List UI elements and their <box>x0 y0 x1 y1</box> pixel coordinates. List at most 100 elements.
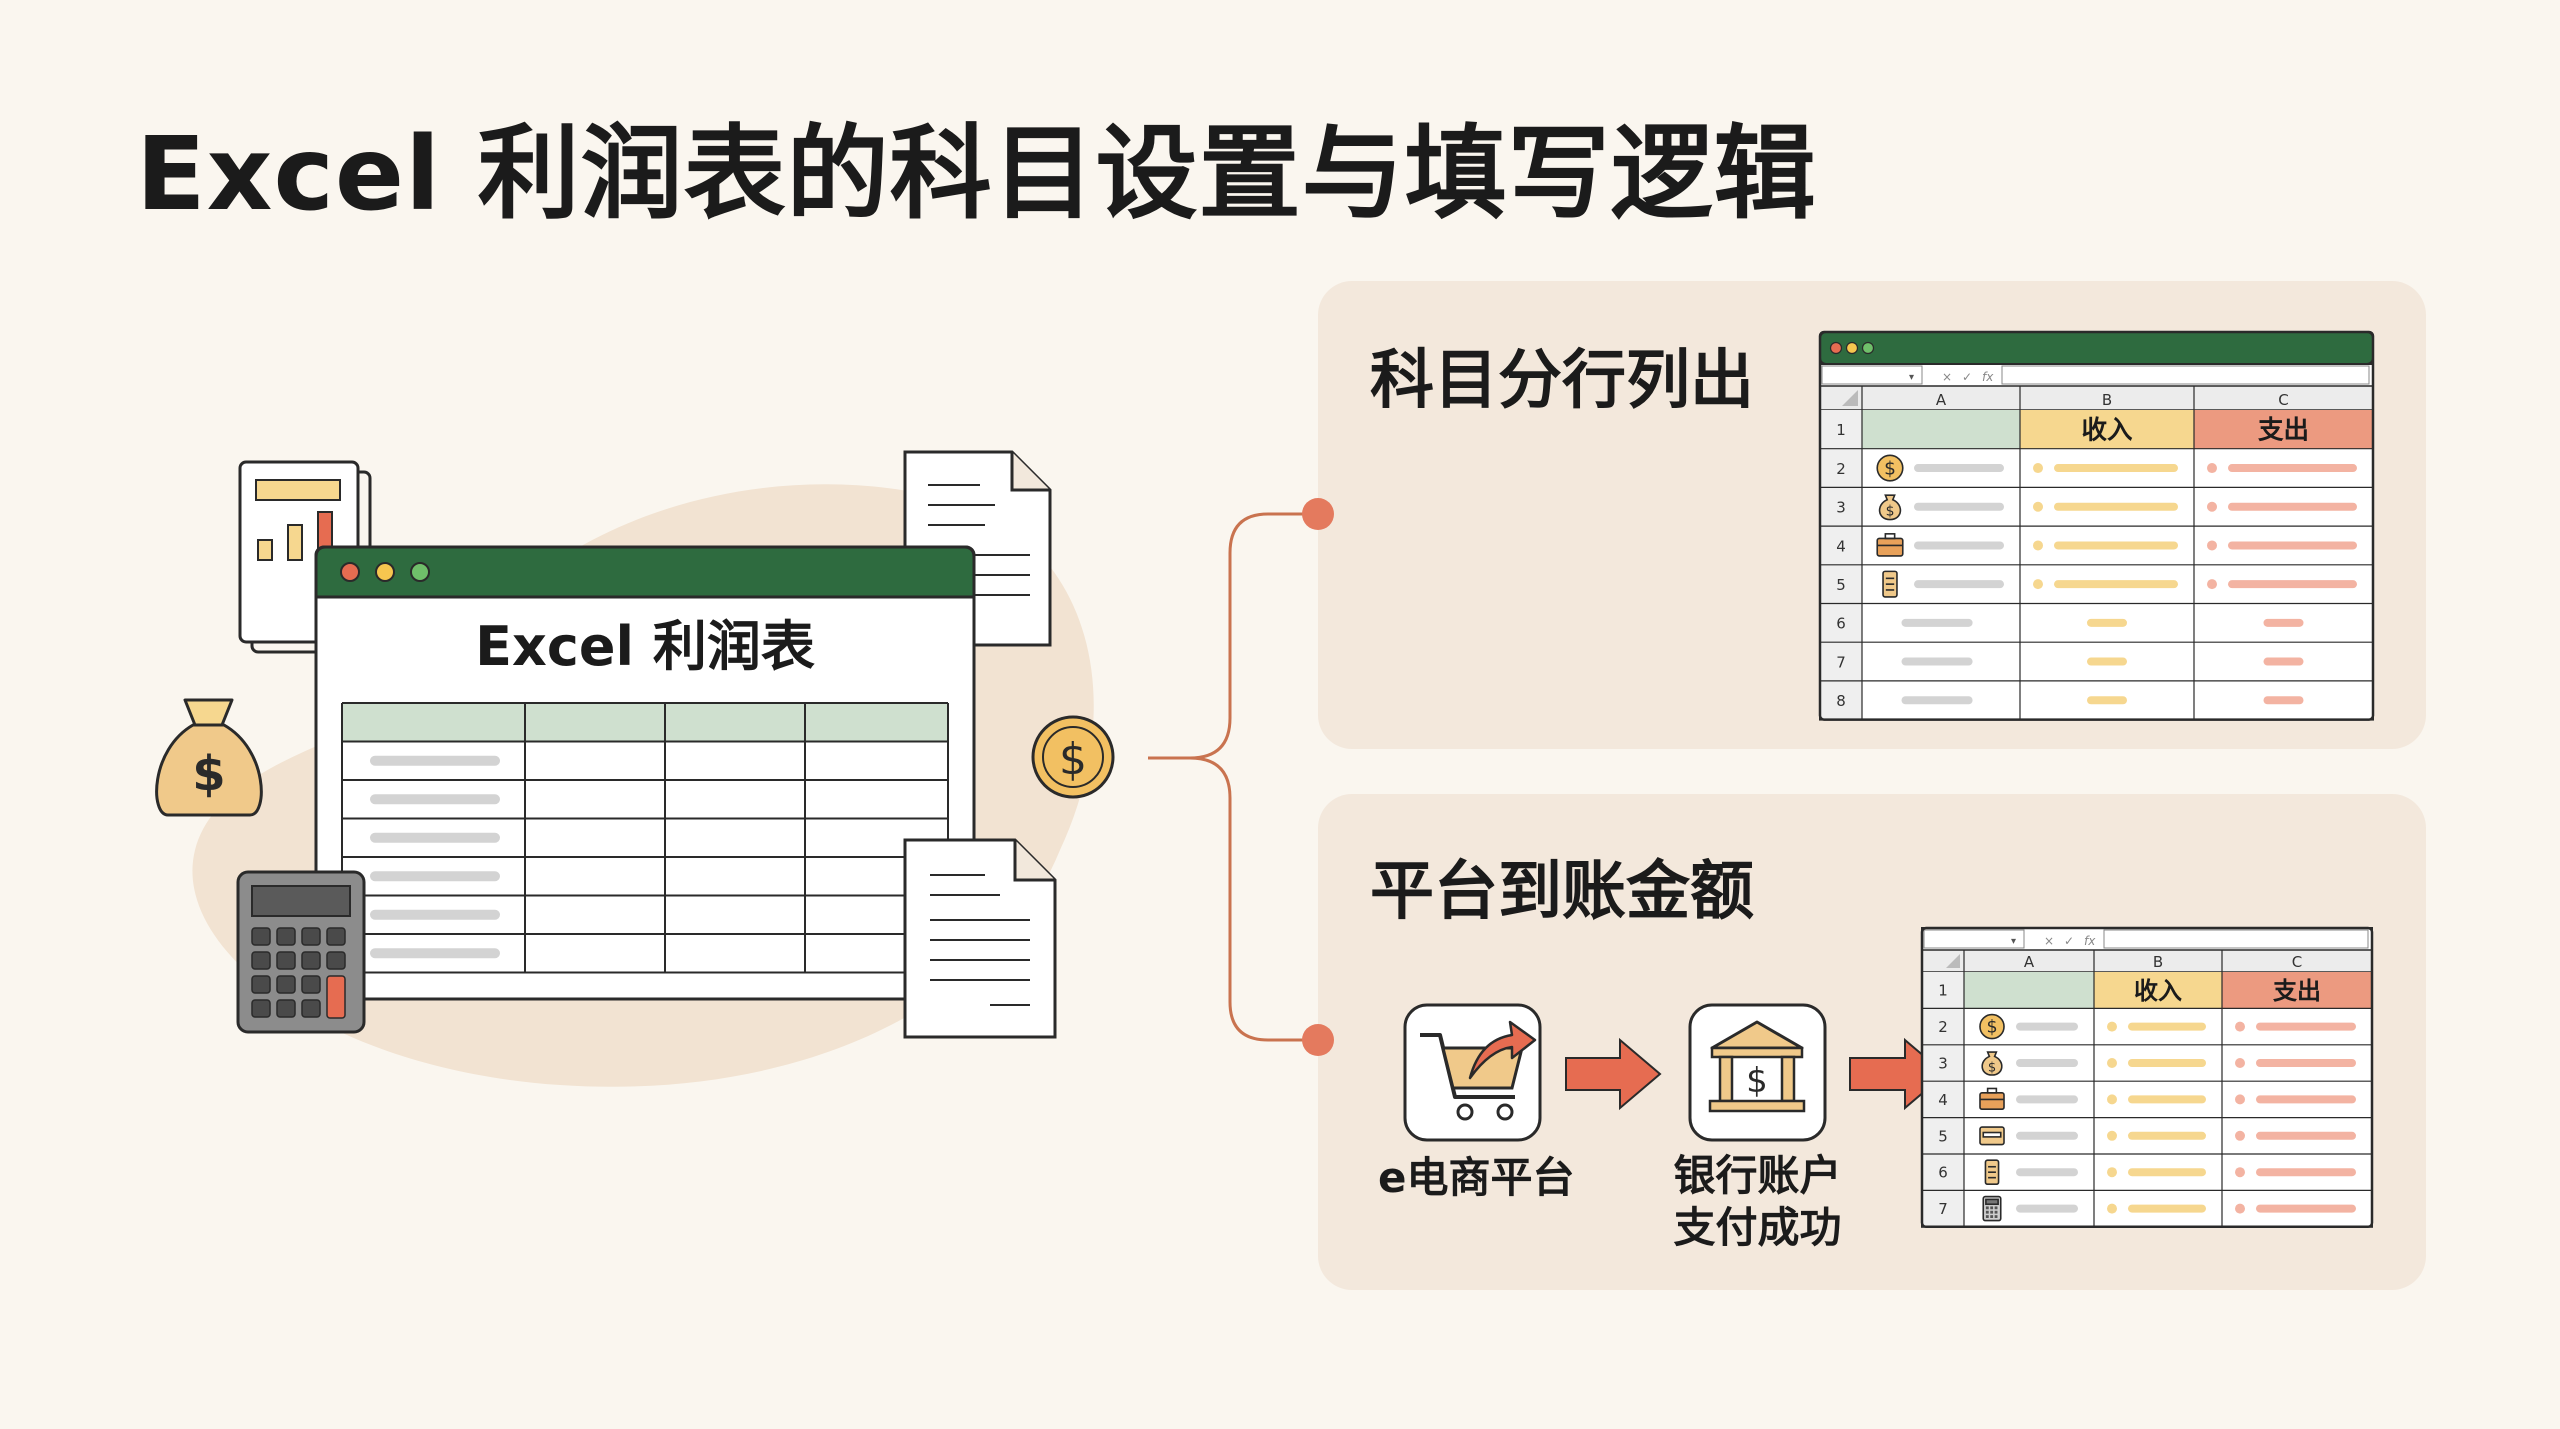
maximize-dot[interactable] <box>410 562 430 582</box>
receipt-icon <box>1984 1159 2000 1186</box>
calculator-key <box>326 951 346 970</box>
bullet-dot <box>2235 1167 2245 1178</box>
placeholder-bar <box>2256 1168 2356 1177</box>
formula-input[interactable] <box>2103 929 2369 949</box>
placeholder-bar <box>2256 1131 2356 1140</box>
formula-input[interactable] <box>2001 365 2370 385</box>
placeholder-bar <box>1901 618 1973 627</box>
row-number-5[interactable]: 5 <box>1836 576 1846 594</box>
row-number-7[interactable]: 7 <box>1836 653 1846 671</box>
income-header-label: 收入 <box>2081 416 2133 446</box>
center-grid-placeholder-bar <box>370 755 500 766</box>
column-header-A[interactable]: A <box>1936 391 1947 409</box>
row-number-3[interactable]: 3 <box>1836 499 1846 517</box>
maximize-dot[interactable] <box>1861 341 1875 355</box>
coin-icon: $ <box>1876 454 1904 482</box>
money-bag-icon: $ <box>155 698 263 817</box>
center-grid-header <box>342 703 948 741</box>
header-cell-a <box>1862 410 2020 449</box>
placeholder-bar <box>2054 464 2178 473</box>
connector-bracket <box>1148 512 1318 1042</box>
chevron-down-icon[interactable]: ▾ <box>1909 372 1914 383</box>
calculator-key <box>276 975 296 994</box>
row-number-4[interactable]: 4 <box>1938 1091 1948 1109</box>
formula-symbol[interactable]: fx <box>1982 370 1994 384</box>
svg-text:$: $ <box>1884 459 1896 480</box>
bullet-dot <box>2235 1203 2245 1214</box>
calculator-icon <box>236 870 366 1034</box>
minimize-dot[interactable] <box>375 562 395 582</box>
bottom-connector-dot <box>1302 1024 1334 1056</box>
placeholder-bar <box>2128 1022 2206 1031</box>
calculator-key <box>251 975 271 994</box>
bullet-dot <box>2107 1058 2117 1068</box>
calculator-icon <box>1982 1195 2002 1222</box>
bullet-dot <box>2235 1021 2245 1032</box>
column-header-A[interactable]: A <box>2024 953 2035 971</box>
placeholder-bar <box>2016 1168 2078 1177</box>
close-dot[interactable] <box>340 562 360 582</box>
expense-header-cell <box>2222 972 2372 1009</box>
column-header-B[interactable]: B <box>2153 953 2163 971</box>
formula-symbol[interactable]: × <box>2044 934 2054 948</box>
row-number-2[interactable]: 2 <box>1938 1018 1948 1036</box>
sheet-frame <box>1818 330 2375 721</box>
row-number-4[interactable]: 4 <box>1836 537 1846 555</box>
page-title: Excel 利润表的科目设置与填写逻辑 <box>136 115 1817 234</box>
svg-text:$: $ <box>1746 1061 1768 1101</box>
bullet-dot <box>2235 1130 2245 1141</box>
row-number-6[interactable]: 6 <box>1836 615 1846 633</box>
bullet-dot <box>2107 1130 2117 1141</box>
name-box[interactable] <box>1821 365 1923 385</box>
calculator-key <box>301 927 321 946</box>
placeholder-bar <box>2016 1059 2078 1067</box>
formula-symbol[interactable]: fx <box>2084 934 2096 948</box>
money-bag-icon: $ <box>1878 494 1902 521</box>
bullet-dot <box>2235 1094 2245 1105</box>
column-header-row <box>1921 949 2373 973</box>
top-connector-dot <box>1302 498 1334 530</box>
row-number-3[interactable]: 3 <box>1938 1054 1948 1072</box>
row-number-1[interactable]: 1 <box>1938 982 1948 1000</box>
formula-symbol[interactable]: ✓ <box>1962 370 1972 384</box>
select-all-corner[interactable] <box>1842 390 1858 406</box>
coin-icon: $ <box>1979 1013 2005 1040</box>
bullet-dot <box>2207 579 2217 590</box>
sheet-title-bar <box>1819 331 2374 365</box>
row-number-7[interactable]: 7 <box>1938 1200 1948 1218</box>
placeholder-bar <box>2228 541 2357 550</box>
placeholder-bar <box>1914 464 2004 473</box>
row-number-2[interactable]: 2 <box>1836 460 1846 478</box>
row-number-5[interactable]: 5 <box>1938 1127 1948 1145</box>
ecommerce-platform-label: e电商平台 <box>1378 1153 1575 1202</box>
placeholder-bar <box>2263 618 2304 627</box>
column-header-B[interactable]: B <box>2102 391 2112 409</box>
bullet-dot <box>2033 540 2043 551</box>
wallet-icon <box>1979 1126 2005 1146</box>
column-header-C[interactable]: C <box>2278 391 2288 409</box>
minimize-dot[interactable] <box>1845 341 1859 355</box>
expense-header-cell <box>2194 410 2373 449</box>
placeholder-bar <box>1914 541 2004 550</box>
row-number-6[interactable]: 6 <box>1938 1164 1948 1182</box>
placeholder-bar <box>2054 580 2178 589</box>
money-bag-icon: $ <box>1981 1051 2003 1076</box>
column-header-C[interactable]: C <box>2292 953 2302 971</box>
chevron-down-icon[interactable]: ▾ <box>2011 936 2016 947</box>
income-header-cell <box>2094 972 2222 1009</box>
bank-account-label-line-1: 银行账户 <box>1673 1151 1842 1200</box>
formula-symbol[interactable]: × <box>1942 370 1952 384</box>
header-cell-a <box>1964 972 2094 1009</box>
center-grid-placeholder-bar <box>370 871 500 882</box>
placeholder-bar <box>1901 657 1973 666</box>
row-number-8[interactable]: 8 <box>1836 692 1846 710</box>
name-box[interactable] <box>1923 929 2025 949</box>
close-dot[interactable] <box>1829 341 1843 355</box>
row-number-column <box>1922 972 1964 1227</box>
placeholder-bar <box>2087 657 2127 666</box>
formula-symbol[interactable]: ✓ <box>2064 934 2074 948</box>
row-number-1[interactable]: 1 <box>1836 421 1846 439</box>
select-all-corner[interactable] <box>1946 954 1960 968</box>
